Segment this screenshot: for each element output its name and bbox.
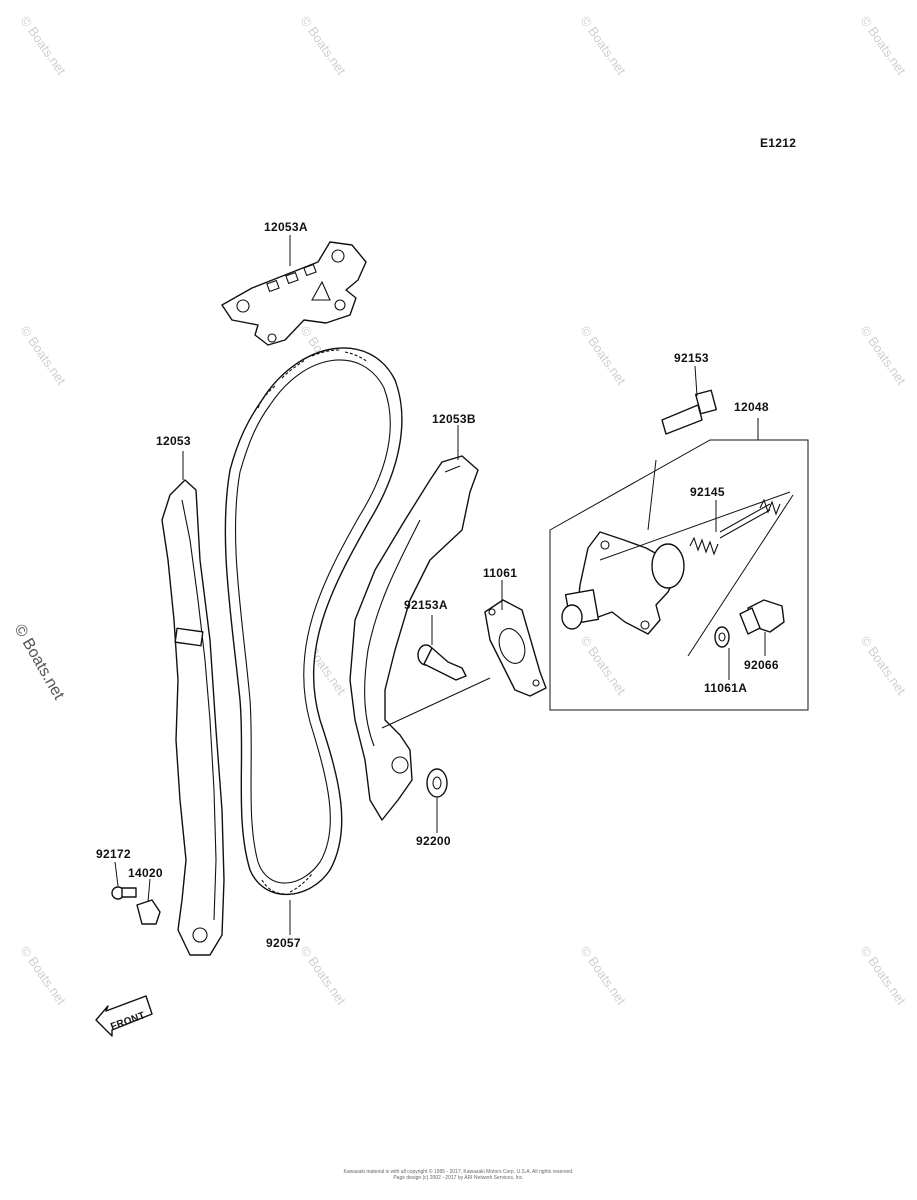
- watermark-side: © Boats.net: [11, 622, 68, 704]
- label-11061A[interactable]: 11061A: [704, 681, 747, 695]
- leader-assembly-diagonal: [687, 494, 794, 657]
- part-12053B-rear-chain-guide[interactable]: [349, 455, 479, 821]
- label-12053B[interactable]: 12053B: [432, 412, 476, 426]
- watermark: © Boats.net: [18, 323, 70, 388]
- watermark: © Boats.net: [578, 323, 630, 388]
- watermark: © Boats.net: [18, 943, 70, 1008]
- label-14020[interactable]: 14020: [128, 866, 163, 880]
- footer-copyright: Kawasaki material is with all copyright …: [343, 1169, 574, 1175]
- part-92153A-bolt[interactable]: [417, 644, 467, 681]
- label-12053A[interactable]: 12053A: [264, 220, 308, 234]
- footer-page-design: Page design (c) 2002 - 2017 by ARI Netwo…: [393, 1175, 524, 1181]
- watermark: © Boats.net: [858, 323, 910, 388]
- part-12048-cam-chain-tensioner[interactable]: [561, 531, 685, 635]
- part-12053-front-chain-guide[interactable]: [161, 479, 225, 956]
- part-11061-gasket[interactable]: [484, 599, 547, 697]
- leader-14020: [147, 878, 151, 903]
- watermark: © Boats.net: [298, 13, 350, 78]
- watermark: © Boats.net: [18, 13, 70, 78]
- part-12048-tensioner-box: [549, 418, 809, 711]
- watermark: © Boats.net: [858, 943, 910, 1008]
- watermark: © Boats.net: [298, 943, 350, 1008]
- part-92145-spring[interactable]: [599, 491, 791, 561]
- part-12053A-upper-chain-guide[interactable]: [221, 241, 367, 346]
- part-92153-bolt[interactable]: [661, 389, 718, 435]
- label-12048[interactable]: 12048: [734, 400, 769, 414]
- label-92066[interactable]: 92066: [744, 658, 779, 672]
- label-11061[interactable]: 11061: [483, 566, 517, 580]
- watermark: © Boats.net: [858, 633, 910, 698]
- label-92145[interactable]: 92145: [690, 485, 725, 499]
- label-92153[interactable]: 92153: [674, 351, 709, 365]
- watermark: © Boats.net: [858, 13, 910, 78]
- label-92057[interactable]: 92057: [266, 936, 301, 950]
- part-14020-plate[interactable]: [136, 899, 161, 925]
- part-11061A-washer[interactable]: [714, 626, 730, 648]
- part-92172-bolt[interactable]: [111, 886, 137, 900]
- watermark: © Boats.net: [578, 633, 630, 698]
- diagram-code: E1212: [760, 136, 796, 150]
- leader-92153: [694, 365, 698, 397]
- front-arrow: FRONT: [95, 995, 153, 1037]
- label-92200[interactable]: 92200: [416, 834, 451, 848]
- watermark: © Boats.net: [578, 943, 630, 1008]
- part-92200-washer[interactable]: [426, 768, 448, 798]
- leader-92172: [114, 861, 119, 887]
- part-92057-cam-chain[interactable]: [224, 347, 403, 896]
- watermark: © Boats.net: [578, 13, 630, 78]
- leader-92153A-alignment: [381, 677, 491, 729]
- label-92153A[interactable]: 92153A: [404, 598, 448, 612]
- label-92172[interactable]: 92172: [96, 847, 131, 861]
- label-12053[interactable]: 12053: [156, 434, 191, 448]
- part-92066-cap-bolt[interactable]: [739, 599, 785, 635]
